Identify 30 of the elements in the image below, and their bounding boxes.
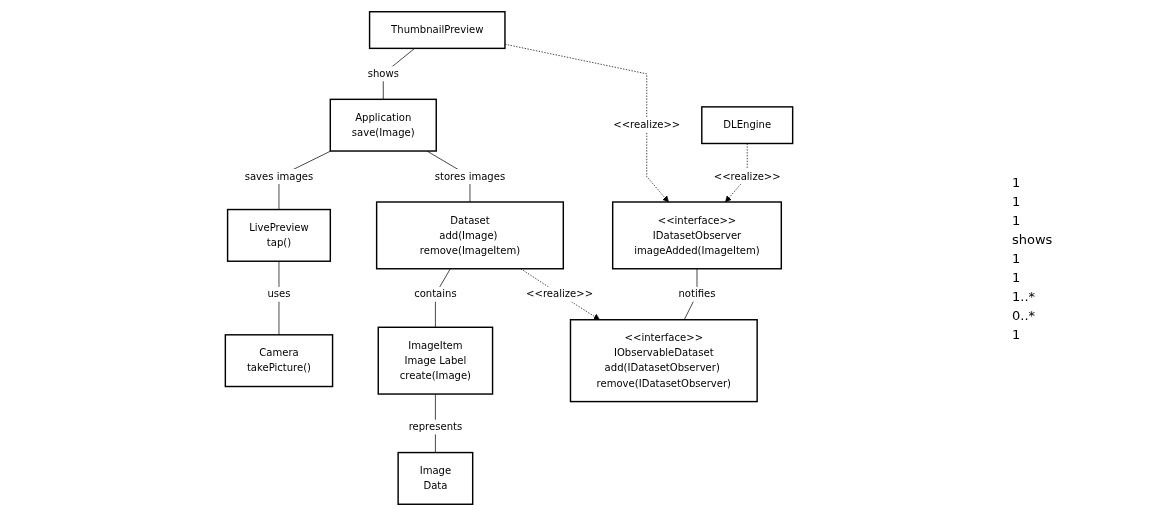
edge-label: <<realize>> [526,288,594,300]
edge-label: <<realize>> [613,119,681,131]
node-box: Image Data [397,451,474,505]
edge-label: stores images [434,170,506,182]
multiplicity-label: shows [1012,231,1054,247]
node-box: <<interface>> IDatasetObserver imageAdded(ImageItem) [611,201,782,270]
node-box: Dataset add(Image) remove(ImageItem) [375,201,565,270]
node-box: LivePreview tap() [226,208,332,262]
node-box: <<interface>> IObservableDataset add(IDatasetObserver) remove(IDatasetObserver) [569,319,758,403]
node-box: ImageItem Image Label create(Image) [377,326,494,395]
node-box: ThumbnailPreview [368,11,506,50]
edge-label: saves images [244,170,314,182]
multiplicity-label: 1 [1012,212,1022,228]
edge-label: uses [267,288,291,300]
multiplicity-label: 1 [1012,326,1022,342]
node-box: DLEngine [701,106,794,145]
multiplicity-label: 1..* [1012,288,1037,304]
multiplicity-label: 0..* [1012,307,1037,323]
connector [278,260,280,336]
multiplicity-label: 1 [1012,269,1022,285]
edge-label: represents [408,420,463,433]
edge-label: notifies [678,288,716,300]
multiplicity-label: 1 [1012,174,1022,190]
node-box: Camera takePicture() [224,334,334,388]
edge-label: <<realize>> [713,170,781,182]
edge-label: contains [414,288,457,300]
multiplicity-label: 1 [1012,250,1022,266]
edge-label: shows [367,67,399,80]
node-box: Application save(Image) [329,98,437,152]
multiplicity-label: 1 [1012,193,1022,209]
